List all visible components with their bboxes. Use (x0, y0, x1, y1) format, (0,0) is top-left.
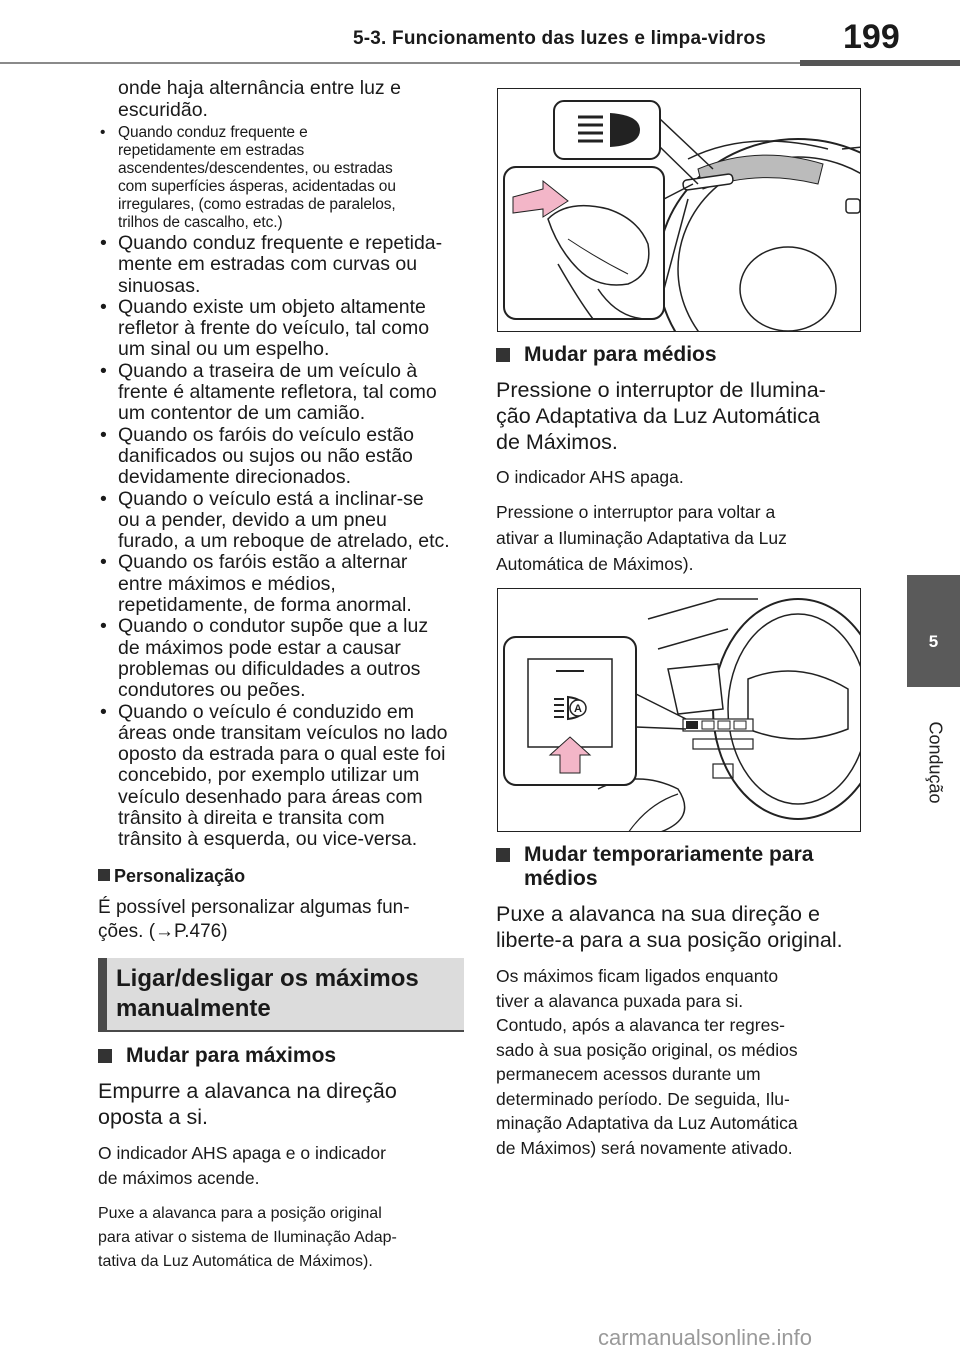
low-beam-note: Pressione o interruptor para voltar a at… (496, 501, 787, 574)
chapter-label: Condução (925, 721, 946, 804)
square-bullet-icon (98, 1049, 112, 1063)
square-bullet-icon (98, 868, 110, 881)
temporary-low-beam-note: Os máximos ficam ligados enquanto tiver … (496, 966, 798, 1158)
temporary-low-beam-heading: Mudar temporariamente para médios (496, 843, 868, 891)
watermark: carmanualsonline.info (598, 1325, 813, 1350)
high-beam-heading: Mudar para máximos (98, 1044, 468, 1068)
ahs-switch-illustration: A (497, 588, 861, 832)
header-rule (0, 62, 960, 64)
square-bullet-icon (496, 348, 510, 362)
svg-text:A: A (574, 703, 582, 715)
high-beam-note: Puxe a alavanca para a posição original … (98, 1205, 397, 1270)
press-arrow-icon (548, 736, 592, 774)
small-bullet-item: • Quando conduz frequente e repetidament… (100, 124, 396, 231)
chapter-tab: 5 (907, 575, 960, 687)
low-beam-section: Mudar para médios Pressione o interrupto… (496, 343, 866, 577)
header-accent (800, 60, 960, 66)
temporary-low-beam-instruction: Puxe a alavanca na sua direção e liberte… (496, 902, 843, 952)
square-bullet-icon (496, 848, 510, 862)
high-beam-instruction: Empurre a alavanca na direção oposta a s… (98, 1079, 397, 1129)
continuation-text: onde haja alternância entre luz e escuri… (118, 77, 401, 121)
low-beam-heading: Mudar para médios (496, 343, 866, 367)
section-heading: Ligar/desligar os máximos manualmente (98, 958, 464, 1032)
low-beam-result: O indicador AHS apaga. (496, 467, 684, 487)
high-beam-section: Mudar para máximos Empurre a alavanca na… (98, 1044, 468, 1274)
push-arrow-icon (512, 179, 569, 218)
lever-illustration (497, 88, 861, 332)
auto-high-beam-switch-icon: A (554, 695, 587, 721)
personalization-text: É possível personalizar algumas fun- çõe… (98, 896, 410, 942)
high-beam-result: O indicador AHS apaga e o indicador de m… (98, 1143, 386, 1188)
left-column: onde haja alternância entre luz e escuri… (98, 77, 468, 944)
personalization-heading: Personalização (98, 866, 468, 887)
section-title: 5-3. Funcionamento das luzes e limpa-vid… (353, 28, 766, 49)
low-beam-instruction: Pressione o interruptor de Ilumina- ção … (496, 378, 826, 454)
page-number: 199 (843, 18, 900, 56)
temporary-low-beam-section: Mudar temporariamente para médios Puxe a… (496, 843, 868, 1160)
bullet-item: • Quando conduz frequente e repetida-men… (100, 232, 443, 297)
high-beam-icon (578, 113, 640, 147)
